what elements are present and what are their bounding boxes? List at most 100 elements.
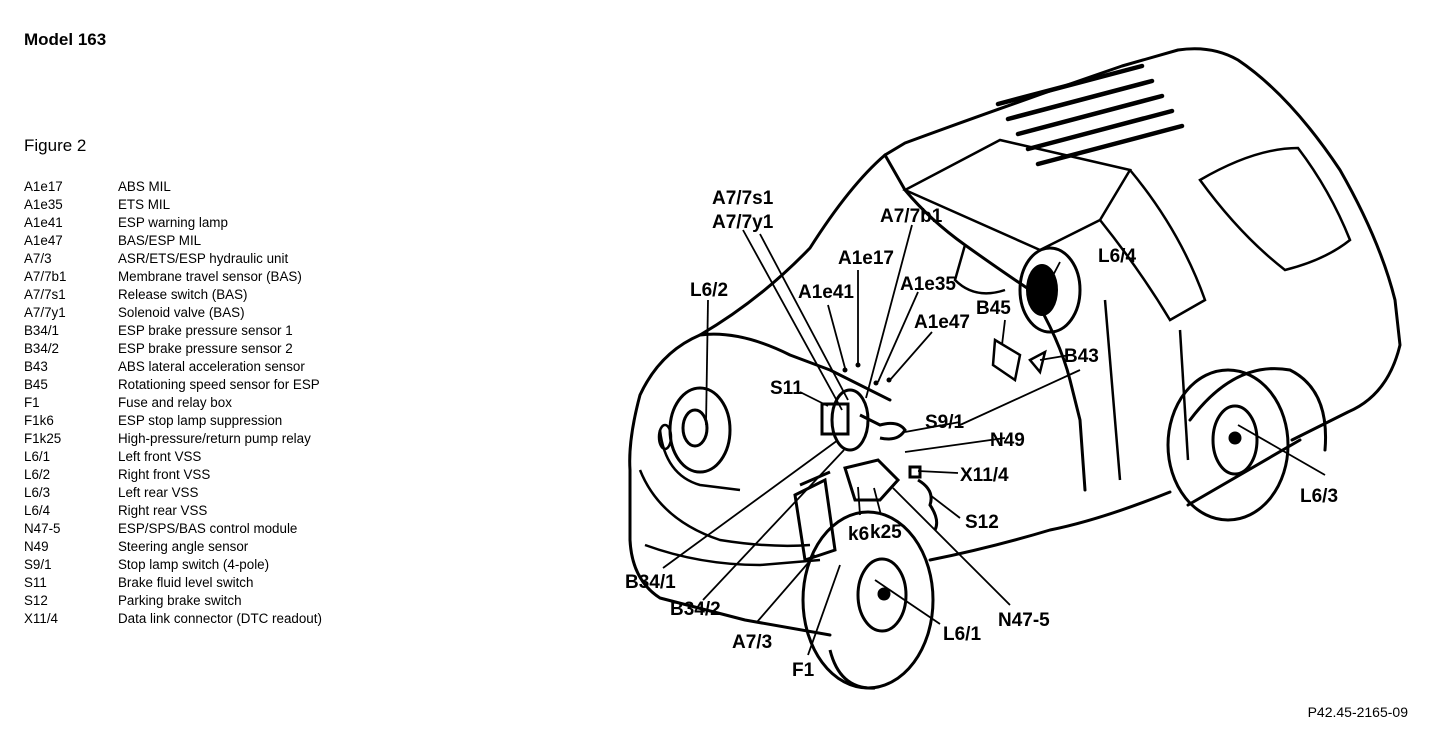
callout-s12: S12	[965, 512, 999, 533]
legend-description: ESP warning lamp	[118, 215, 228, 230]
callout-b43: B43	[1064, 346, 1099, 367]
callout-a7-7y1: A7/7y1	[712, 212, 774, 233]
legend-description: Parking brake switch	[118, 593, 242, 608]
legend-description: Membrane travel sensor (BAS)	[118, 269, 302, 284]
legend-row: B45 Rotationing speed sensor for ESP	[24, 376, 322, 394]
legend-row: S12 Parking brake switch	[24, 592, 322, 610]
legend-description: High-pressure/return pump relay	[118, 431, 311, 446]
legend-row: F1k25 High-pressure/return pump relay	[24, 430, 322, 448]
legend-description: Release switch (BAS)	[118, 287, 248, 302]
callout-k6: k6	[848, 524, 869, 545]
front-left-wheel	[801, 510, 935, 690]
legend-row: N49 Steering angle sensor	[24, 538, 322, 556]
legend-description: Right rear VSS	[118, 503, 208, 518]
legend-code: S12	[24, 593, 48, 608]
figure-label: Figure 2	[24, 136, 87, 155]
legend-description: Steering angle sensor	[118, 539, 249, 554]
legend-code: S11	[24, 575, 47, 590]
vehicle-body	[628, 47, 1402, 637]
legend-description: ESP/SPS/BAS control module	[118, 521, 298, 536]
callout-a1e41: A1e41	[798, 282, 854, 303]
legend-row: L6/3 Left rear VSS	[24, 484, 322, 502]
callout-k25: k25	[870, 522, 902, 543]
callout-labels: A7/7s1 A7/7y1 A7/7b1 A1e17 A1e41 A1e35 A…	[625, 188, 1338, 681]
legend-description: Data link connector (DTC readout)	[118, 611, 322, 626]
callout-b34-1: B34/1	[625, 572, 676, 593]
front-end	[638, 423, 821, 567]
front-right-wheel	[668, 386, 732, 474]
legend-code: A1e17	[24, 179, 63, 194]
callout-a1e47: A1e47	[914, 312, 970, 333]
legend-description: ABS lateral acceleration sensor	[118, 359, 305, 374]
callout-l6-3: L6/3	[1300, 486, 1338, 507]
legend-row: S9/1 Stop lamp switch (4-pole)	[24, 556, 322, 574]
legend-code: A7/7b1	[24, 269, 67, 284]
legend-row: A7/7b1 Membrane travel sensor (BAS)	[24, 268, 322, 286]
legend-code: A7/3	[24, 251, 52, 266]
legend-row: F1 Fuse and relay box	[24, 394, 322, 412]
hydraulic-unit	[793, 470, 837, 562]
legend-description: ESP stop lamp suppression	[118, 413, 283, 428]
legend-code: F1k6	[24, 413, 54, 428]
legend-row: B43 ABS lateral acceleration sensor	[24, 358, 322, 376]
legend-description: Right front VSS	[118, 467, 211, 482]
legend-code: L6/2	[24, 467, 51, 482]
legend-description: Rotationing speed sensor for ESP	[118, 377, 320, 392]
callout-a7-7s1: A7/7s1	[712, 188, 774, 209]
callout-a7-7b1: A7/7b1	[880, 206, 943, 227]
legend-description: Left front VSS	[118, 449, 202, 464]
legend-code: B45	[24, 377, 48, 392]
legend-row: L6/4 Right rear VSS	[24, 502, 322, 520]
legend-code: F1k25	[24, 431, 62, 446]
legend-code: A1e41	[24, 215, 63, 230]
callout-b45: B45	[976, 298, 1011, 319]
legend-row: L6/2 Right front VSS	[24, 466, 322, 484]
legend-row: A7/7y1 Solenoid valve (BAS)	[24, 304, 322, 322]
legend-description: Stop lamp switch (4-pole)	[118, 557, 270, 572]
rear-right-wheel	[1018, 246, 1082, 334]
callout-f1: F1	[792, 660, 815, 681]
roof-vents	[995, 63, 1185, 167]
legend-code: A7/7y1	[24, 305, 66, 320]
brake-booster-assembly	[820, 388, 907, 452]
callout-l6-2: L6/2	[690, 280, 728, 301]
legend-code: F1	[24, 395, 40, 410]
legend-code: A1e35	[24, 197, 63, 212]
callout-l6-4: L6/4	[1098, 246, 1136, 267]
callout-b34-2: B34/2	[670, 599, 721, 620]
callout-x11-4: X11/4	[960, 465, 1009, 486]
legend-description: Solenoid valve (BAS)	[118, 305, 245, 320]
callout-a1e17: A1e17	[838, 248, 894, 269]
legend-code: L6/4	[24, 503, 51, 518]
legend-code: B34/1	[24, 323, 59, 338]
legend-code: L6/3	[24, 485, 51, 500]
vehicle-windows	[902, 138, 1352, 481]
legend-code: S9/1	[24, 557, 52, 572]
legend-description: Left rear VSS	[118, 485, 199, 500]
callout-n49: N49	[990, 430, 1025, 451]
rear-left-wheel	[1166, 368, 1290, 522]
callout-s9-1: S9/1	[925, 412, 965, 433]
legend-row: N47-5 ESP/SPS/BAS control module	[24, 520, 322, 538]
legend-description: Fuse and relay box	[118, 395, 232, 410]
legend-description: ESP brake pressure sensor 2	[118, 341, 293, 356]
legend-code: N49	[24, 539, 49, 554]
legend-description: Brake fluid level switch	[118, 575, 254, 590]
legend-description: BAS/ESP MIL	[118, 233, 202, 248]
legend-description: ABS MIL	[118, 179, 171, 194]
callout-s11: S11	[770, 378, 803, 399]
legend-row: S11 Brake fluid level switch	[24, 574, 322, 592]
legend-code: B43	[24, 359, 48, 374]
model-title: Model 163	[24, 30, 107, 49]
legend-code: N47-5	[24, 521, 61, 536]
leader-lines	[662, 224, 1326, 656]
legend-description: ESP brake pressure sensor 1	[118, 323, 293, 338]
legend-row: A1e17 ABS MIL	[24, 178, 322, 196]
